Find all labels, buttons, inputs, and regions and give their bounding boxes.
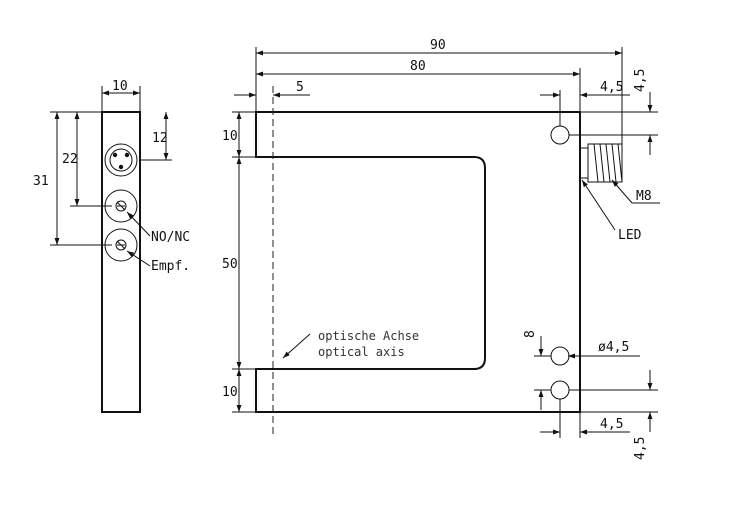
hole-offset-side-top-value: 4,5 [600,80,623,95]
led-label: LED [618,228,642,243]
hole-diameter-value: ø4,5 [598,340,629,355]
hole-offset-bottom-value: 4,5 [633,437,648,460]
optical-axis-label-de: optische Achse [318,329,419,343]
front-view: optische Achse optical axis M8 LED 90 80 [222,38,660,460]
m8-connector-icon [579,143,623,183]
thread-label: M8 [636,189,652,204]
no-nc-led-icon [104,189,138,223]
side-body-outline [101,111,141,413]
no-nc-label: NO/NC [151,230,190,245]
side-mid-height-value: 22 [62,152,78,167]
top-arm-value: 10 [222,129,238,144]
side-width-value: 10 [112,79,128,94]
hole-spacing-value: 8 [523,330,538,338]
led-leader [581,179,616,231]
connector-icon [104,143,138,177]
hole-offset-top-value: 4,5 [633,69,648,92]
mounting-hole-middle [550,346,570,366]
mounting-hole-bottom [550,380,570,400]
side-top-height-value: 12 [152,131,168,146]
hole-offset-side-bottom-value: 4,5 [600,417,623,432]
side-total-height-value: 31 [33,174,49,189]
optical-axis-label-en: optical axis [318,345,405,359]
optical-axis-leader [282,333,311,359]
body-width-value: 80 [410,59,426,74]
fork-sensor-outline [255,111,581,413]
bottom-arm-value: 10 [222,385,238,400]
axis-offset-value: 5 [296,80,304,95]
empf-label: Empf. [151,259,190,274]
mounting-hole-top [550,125,570,145]
no-nc-leader [126,211,151,237]
slot-height-value: 50 [222,257,238,272]
total-width-value: 90 [430,38,446,53]
side-view: NO/NC Empf. 10 31 22 12 [33,79,190,413]
empf-leader [126,250,151,267]
